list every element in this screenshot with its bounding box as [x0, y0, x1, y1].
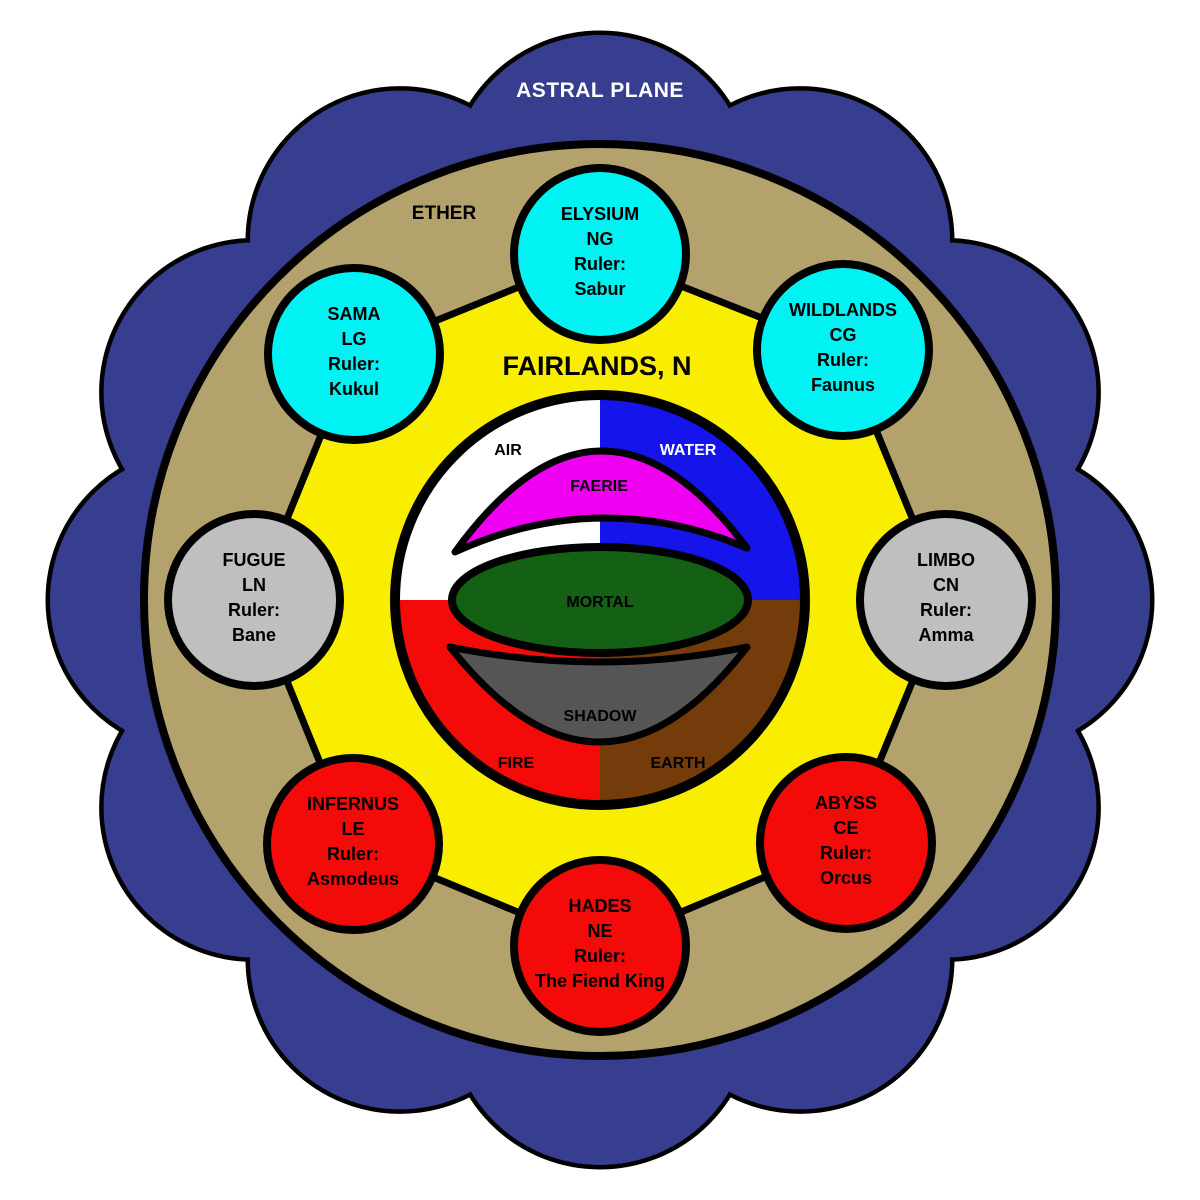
realm-hades-name: HADES [568, 896, 631, 916]
realm-limbo-name: LIMBO [917, 550, 975, 570]
realm-hades-ruler: The Fiend King [535, 971, 665, 991]
realm-sama-ruler: Kukul [329, 379, 379, 399]
realm-hades-alignment: NE [587, 921, 612, 941]
realm-hades-circle [510, 856, 690, 1036]
fire-label: FIRE [498, 755, 535, 772]
realm-fugue-ruler: Bane [232, 625, 276, 645]
realm-sama-alignment: LG [342, 329, 367, 349]
realm-wildlands-ruler: Faunus [811, 375, 875, 395]
realm-infernus-ruler: Asmodeus [307, 869, 399, 889]
faerie-label: FAERIE [570, 478, 628, 495]
realm-sama-ruler-label: Ruler: [328, 354, 380, 374]
realm-abyss-circle [756, 753, 936, 933]
mortal-label: MORTAL [566, 594, 633, 611]
faerie-crescent [451, 447, 751, 556]
elemental-ring [390, 390, 810, 810]
realm-hades: HADES NE Ruler: The Fiend King [510, 856, 690, 1036]
realm-abyss-alignment: CE [833, 818, 858, 838]
realm-elysium-ruler-label: Ruler: [574, 254, 626, 274]
earth-label: EARTH [650, 755, 705, 772]
realm-wildlands-ruler-label: Ruler: [817, 350, 869, 370]
realm-infernus-circle [263, 754, 443, 934]
realm-infernus: INFERNUS LE Ruler: Asmodeus [263, 754, 443, 934]
realm-sama: SAMA LG Ruler: Kukul [264, 264, 444, 444]
realm-limbo-ruler-label: Ruler: [920, 600, 972, 620]
realm-fugue-name: FUGUE [223, 550, 286, 570]
realm-fugue-circle [164, 510, 344, 690]
realm-abyss-ruler: Orcus [820, 868, 872, 888]
realm-limbo: LIMBO CN Ruler: Amma [856, 510, 1036, 690]
fairlands-label: FAIRLANDS, N [503, 351, 692, 381]
astral-plane-label: ASTRAL PLANE [516, 79, 684, 102]
realm-fugue: FUGUE LN Ruler: Bane [164, 510, 344, 690]
realm-elysium-ruler: Sabur [574, 279, 625, 299]
realm-wildlands-circle [753, 260, 933, 440]
realm-abyss-ruler-label: Ruler: [820, 843, 872, 863]
air-label: AIR [494, 442, 522, 459]
shadow-label: SHADOW [564, 708, 638, 725]
realm-wildlands-name: WILDLANDS [789, 300, 897, 320]
realm-limbo-alignment: CN [933, 575, 959, 595]
realm-sama-name: SAMA [328, 304, 381, 324]
realm-sama-circle [264, 264, 444, 444]
realm-fugue-alignment: LN [242, 575, 266, 595]
realm-abyss-name: ABYSS [815, 793, 877, 813]
realm-elysium-circle [510, 164, 690, 344]
mortal-ellipse [448, 543, 752, 657]
realm-infernus-ruler-label: Ruler: [327, 844, 379, 864]
realm-wildlands: WILDLANDS CG Ruler: Faunus [753, 260, 933, 440]
realm-wildlands-alignment: CG [830, 325, 857, 345]
realm-elysium: ELYSIUM NG Ruler: Sabur [510, 164, 690, 344]
realm-abyss: ABYSS CE Ruler: Orcus [756, 753, 936, 933]
realm-limbo-ruler: Amma [918, 625, 974, 645]
shadow-crescent [446, 643, 751, 746]
realm-elysium-alignment: NG [587, 229, 614, 249]
ether-label: ETHER [412, 203, 477, 224]
realm-hades-ruler-label: Ruler: [574, 946, 626, 966]
realm-infernus-alignment: LE [341, 819, 364, 839]
realm-limbo-circle [856, 510, 1036, 690]
realm-fugue-ruler-label: Ruler: [228, 600, 280, 620]
water-label: WATER [660, 442, 717, 459]
realm-elysium-name: ELYSIUM [561, 204, 639, 224]
realm-infernus-name: INFERNUS [307, 794, 399, 814]
